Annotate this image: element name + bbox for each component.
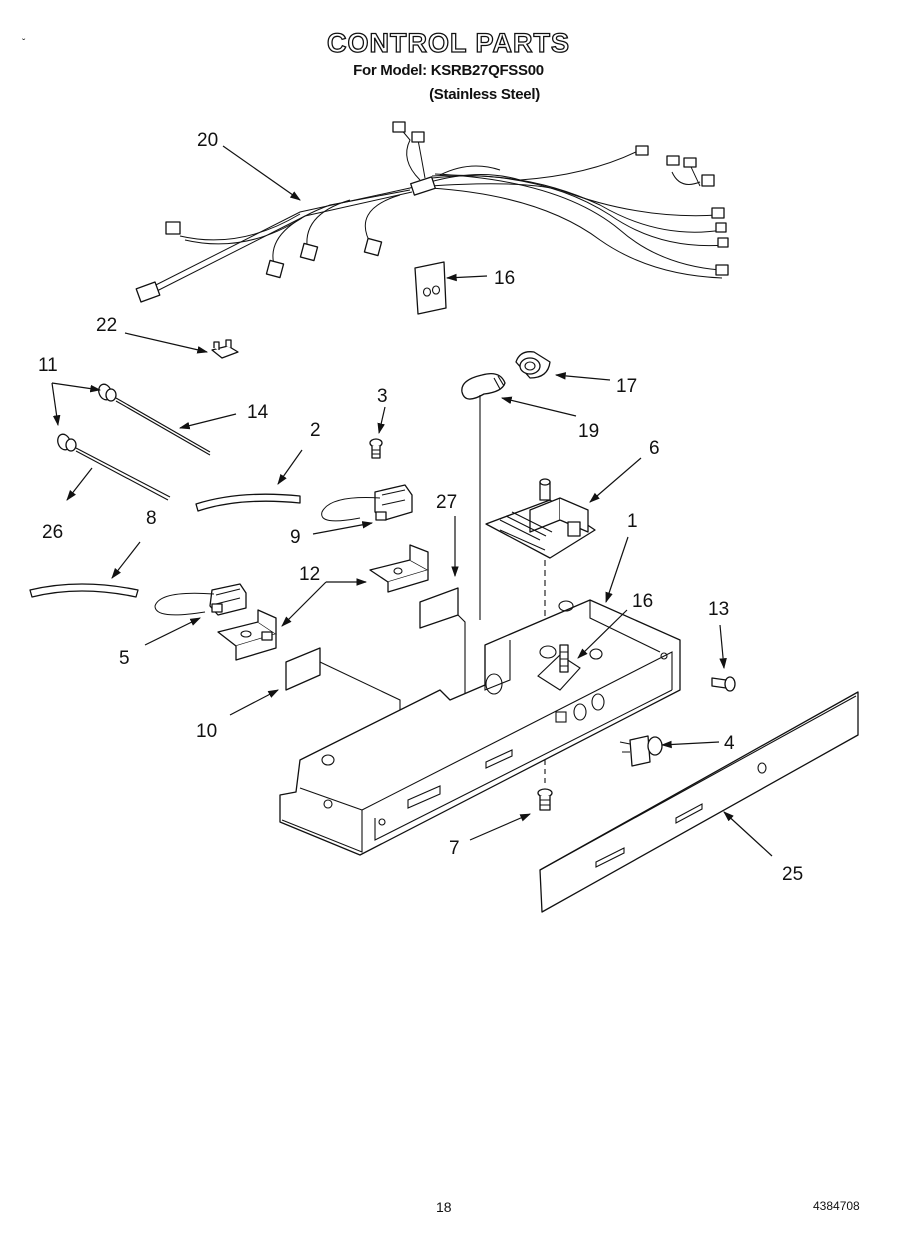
screw-part-16: [559, 644, 569, 673]
callout-16: 16: [632, 591, 653, 612]
callout-7: 7: [449, 838, 460, 859]
callout-9: 9: [290, 527, 301, 548]
thermistor-part-5: [154, 583, 247, 616]
callout-20: 20: [197, 130, 218, 151]
model-line: For Model: KSRB27QFSS00: [353, 62, 544, 79]
switch-part-4: [619, 735, 663, 767]
callout-26: 26: [42, 522, 63, 543]
screw-part-3: [369, 438, 383, 459]
callout-27: 27: [436, 492, 457, 513]
trim-strip-part-25: [539, 691, 859, 913]
clip-part-22: [211, 339, 239, 359]
lamp-socket-part-17: [515, 351, 551, 379]
callout-25: 25: [782, 864, 803, 885]
tube-part-2: [195, 493, 301, 512]
callout-6: 6: [649, 438, 660, 459]
page-title: CONTROL PARTS: [326, 27, 570, 58]
thermistor-part-9: [321, 484, 413, 522]
tube-fittings-parts-11-14-26: [57, 383, 211, 501]
callout-10: 10: [196, 721, 217, 742]
wiring-harness-part-20: [135, 121, 729, 303]
callout-17: 17: [616, 376, 637, 397]
callout-5: 5: [119, 648, 130, 669]
callout-18: 16: [494, 268, 515, 289]
light-bulb-part-19: [461, 372, 506, 620]
bracket-part-12: [217, 544, 429, 661]
tube-part-8: [29, 583, 139, 598]
callout-3: 3: [377, 386, 388, 407]
control-board-part-6: [485, 478, 596, 640]
plate-part-18: [414, 261, 447, 315]
control-housing-part-1: [279, 599, 681, 856]
screw-part-13: [711, 676, 736, 692]
callout-22: 22: [96, 315, 117, 336]
callout-2: 2: [310, 420, 321, 441]
callout-14: 14: [247, 402, 269, 423]
callout-1: 1: [627, 511, 638, 532]
corner-mark: ˇ: [22, 38, 26, 49]
callout-13: 13: [708, 599, 729, 620]
document-number: 4384708: [813, 1199, 860, 1213]
callout-8: 8: [146, 508, 157, 529]
variant-label: (Stainless Steel): [429, 86, 540, 103]
callout-12: 12: [299, 564, 320, 585]
callout-19: 19: [578, 421, 599, 442]
screw-part-7: [537, 760, 553, 811]
callout-labels: 20 16 22 11 14 3 2 26 8 9 27 12 5 10 17 …: [38, 130, 803, 885]
callout-11: 11: [38, 355, 58, 376]
page-number: 18: [436, 1199, 452, 1215]
label-part-27: [419, 587, 466, 705]
callout-4: 4: [724, 733, 735, 754]
leader-lines: [51, 145, 773, 857]
